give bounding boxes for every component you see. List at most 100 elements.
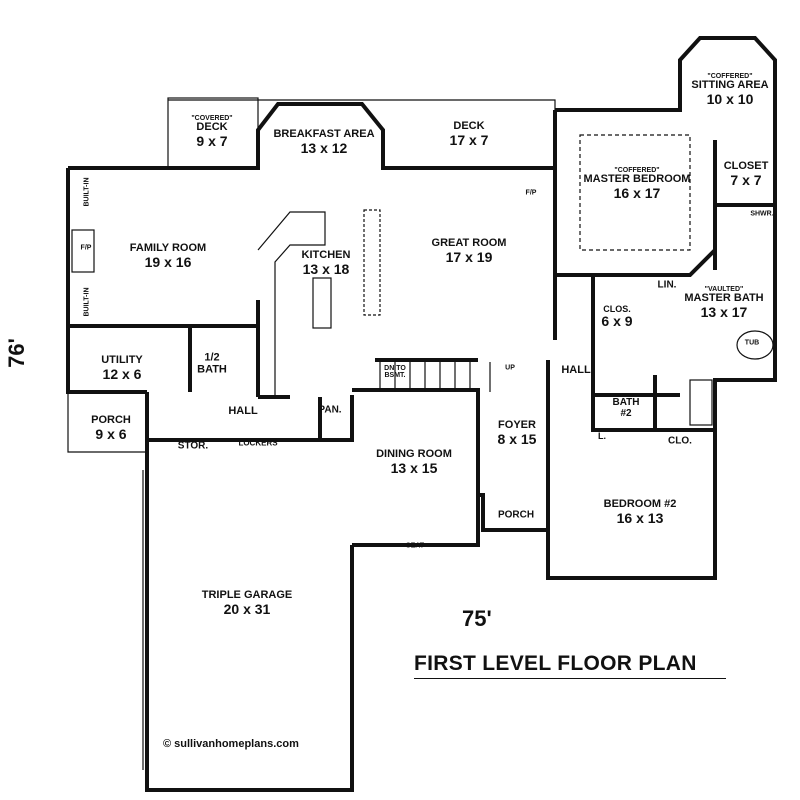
kitchen-island (312, 277, 332, 329)
seat-label: SEAT (405, 542, 425, 550)
room-size: 13 x 17 (700, 304, 748, 321)
built-in-label: BUILT-IN (83, 287, 91, 317)
room-size: 19 x 16 (144, 253, 192, 270)
room-size: 6 x 9 (601, 313, 633, 330)
room-breakfast-area: BREAKFAST AREA 13 x 12 (273, 127, 375, 156)
room-master-closet: CLOS. 6 x 9 (601, 303, 633, 330)
fireplace-label: F/P (80, 244, 92, 252)
wall-mclos (591, 275, 680, 397)
stairs-up-label: UP (505, 364, 515, 372)
wall-hall-south (145, 392, 354, 442)
closet2-label: CLO. (668, 435, 692, 447)
room-size: 9 x 7 (196, 133, 228, 150)
room-size: 9 x 6 (95, 425, 127, 442)
room-name: SITTING AREA (691, 79, 769, 92)
room-half-bath: 1/2 BATH (197, 352, 227, 375)
shower-label: SHWR. (750, 210, 774, 218)
linen-label: LIN. (657, 279, 677, 291)
room-name: DINING ROOM (376, 447, 452, 460)
room-foyer: FOYER 8 x 15 (497, 418, 537, 447)
fireplace-family (71, 229, 95, 273)
room-size: 20 x 31 (223, 600, 271, 617)
tub-bath2 (689, 379, 713, 426)
lockers-label: LOCKERS (238, 438, 278, 448)
porch-front-label: PORCH (497, 509, 535, 521)
room-name: 1/2 (204, 351, 220, 364)
room-size: 13 x 12 (300, 139, 348, 156)
pantry-label: PAN. (318, 404, 342, 416)
tub (736, 330, 774, 360)
room-name: DECK (196, 121, 228, 134)
room-triple-garage: TRIPLE GARAGE 20 x 31 (202, 589, 292, 617)
room-deck: DECK 17 x 7 (449, 119, 489, 148)
linen-closet-label: L. (598, 431, 606, 441)
hall-label: HALL (561, 364, 591, 376)
room-covered-deck: "COVERED" DECK 9 x 7 (191, 115, 232, 149)
room-bedroom-2: BEDROOM #2 16 x 13 (603, 497, 677, 526)
room-name: BEDROOM #2 (603, 497, 677, 510)
room-name: BREAKFAST AREA (273, 127, 375, 140)
room-name: GREAT ROOM (431, 236, 507, 249)
title-underline (414, 678, 726, 679)
room-name: FAMILY ROOM (129, 241, 207, 254)
room-size: 17 x 19 (445, 248, 493, 265)
porch-side-outline (67, 392, 147, 453)
wall-hall-east (546, 360, 717, 580)
room-qualifier: "COFFERED" (614, 167, 660, 175)
built-in-label: BUILT-IN (83, 177, 91, 207)
room-name: CLOS. (603, 303, 631, 314)
room-name: CLOSET (723, 159, 769, 172)
room-size: 8 x 15 (497, 430, 537, 447)
copyright-text: © sullivanhomeplans.com (163, 738, 299, 750)
room-size: 12 x 6 (102, 365, 142, 382)
room-size: 16 x 17 (613, 185, 661, 202)
room-qualifier: "COVERED" (191, 115, 233, 123)
room-size: 10 x 10 (706, 91, 754, 108)
room-name: FOYER (498, 418, 536, 431)
kitchen-counter (257, 211, 326, 397)
wall-garage (145, 440, 354, 792)
coffer-master (579, 134, 691, 251)
fireplace-label: F/P (525, 189, 537, 197)
room-size: 13 x 18 (302, 260, 350, 277)
room-size: 13 x 15 (390, 459, 438, 476)
covered-deck-outline (167, 97, 259, 169)
room-qualifier: "VAULTED" (704, 286, 744, 294)
room-size: BATH (197, 363, 227, 375)
room-name: MASTER BATH (684, 292, 764, 305)
room-name: PORCH (91, 413, 131, 426)
stairs-down-label: DN TO BSMT. (384, 365, 406, 379)
wall-master-bed-south (555, 248, 717, 277)
storage-label: STOR. (177, 440, 209, 452)
room-family-room: FAMILY ROOM 19 x 16 (129, 241, 207, 270)
room-utility: UTILITY 12 x 6 (101, 353, 143, 382)
room-kitchen: KITCHEN 13 x 18 (301, 248, 351, 277)
width-dimension: 75' (462, 606, 492, 631)
bath2-label: BATH #2 (612, 397, 640, 419)
room-name: UTILITY (101, 353, 143, 366)
tub-label: TUB (744, 339, 760, 347)
great-room-bar (363, 209, 381, 316)
wall-bath2 (591, 395, 715, 432)
room-name: MASTER BEDROOM (583, 173, 691, 186)
wall-master (555, 36, 777, 430)
room-dining-room: DINING ROOM 13 x 15 (376, 447, 452, 476)
depth-dimension: 76' (3, 338, 29, 368)
stairs (379, 362, 491, 392)
wall-dining (352, 388, 480, 547)
hall-label: HALL (228, 405, 258, 417)
room-size: 7 x 7 (730, 171, 762, 188)
room-master-bath: "VAULTED" MASTER BATH 13 x 17 (684, 286, 763, 320)
room-size: 16 x 13 (616, 509, 664, 526)
room-name: DECK (453, 119, 485, 132)
room-great-room: GREAT ROOM 17 x 19 (431, 236, 507, 265)
room-name: KITCHEN (301, 248, 351, 261)
room-size: 17 x 7 (449, 131, 489, 148)
room-master-bedroom: "COFFERED" MASTER BEDROOM 16 x 17 (584, 167, 691, 201)
deck-outline (383, 99, 556, 110)
plan-title: FIRST LEVEL FLOOR PLAN (414, 652, 697, 675)
room-porch-side: PORCH 9 x 6 (91, 413, 131, 442)
room-closet: CLOSET 7 x 7 (723, 159, 769, 188)
